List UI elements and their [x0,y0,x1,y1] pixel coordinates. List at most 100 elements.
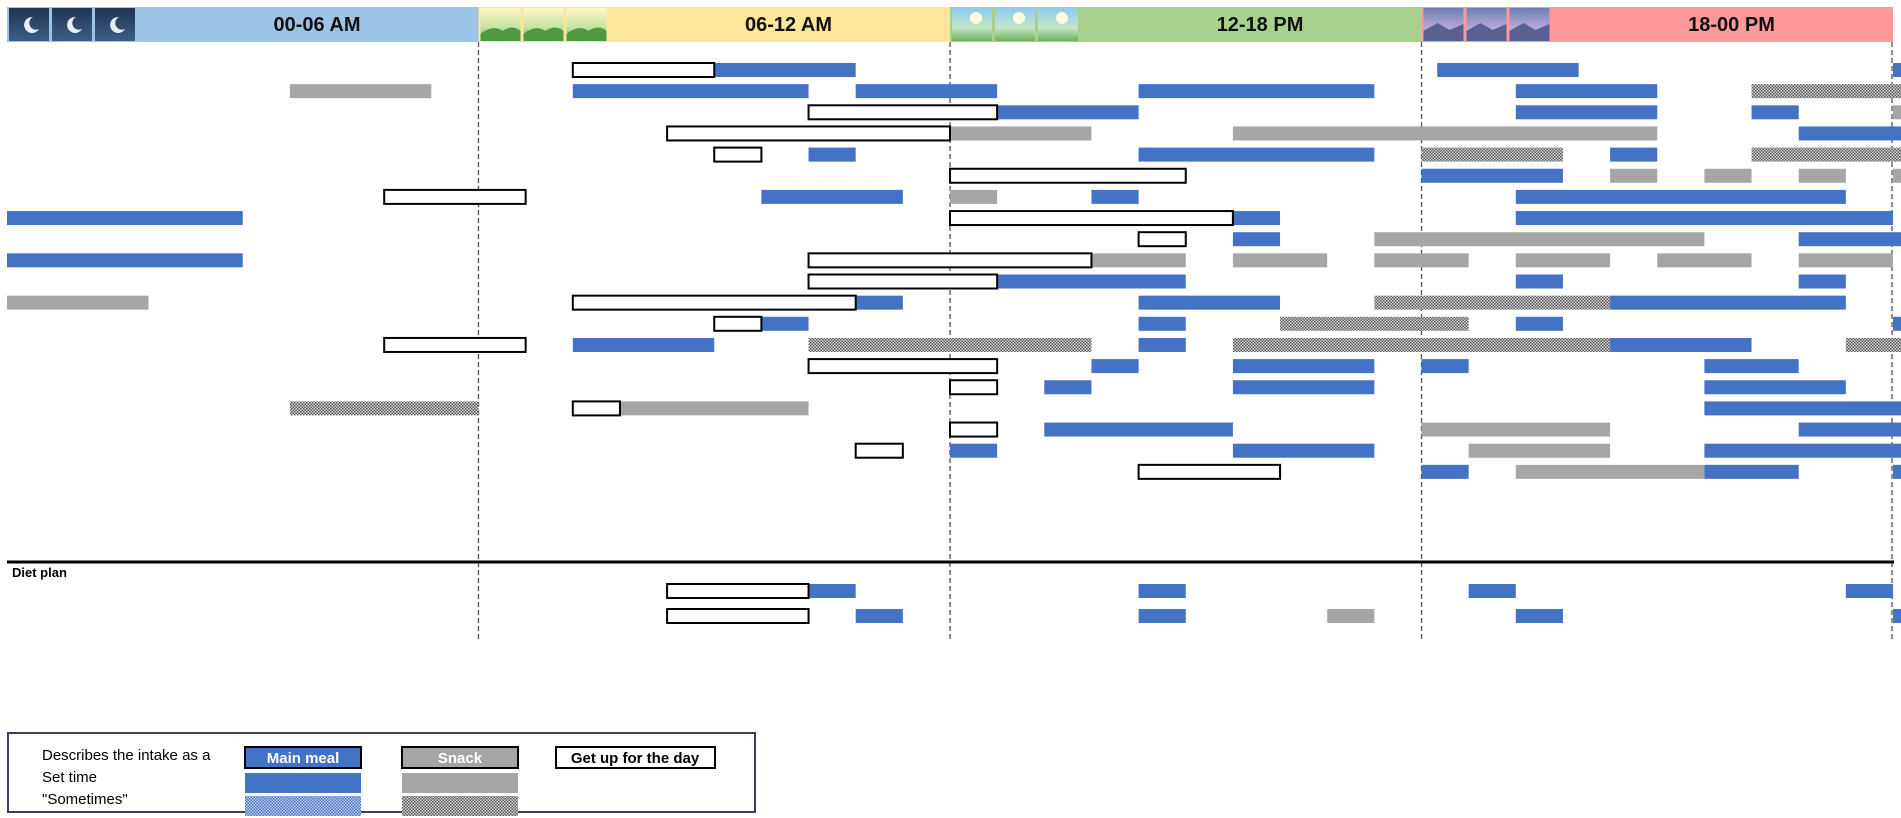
main-meal-bar [1515,189,1846,204]
main-meal-bar [1515,211,1893,226]
participant-row [383,188,1846,205]
legend-get-up-chip [555,746,716,769]
mountain-icon [1509,23,1550,41]
legend: Describes the intake as a Set time "Someti… [7,732,756,816]
snack-bar [1327,609,1375,623]
moon-icon [110,16,125,33]
snack-bar [950,189,998,204]
snack-bar [1421,422,1611,437]
participant-row [7,294,1846,311]
participant-row [666,125,1901,142]
main-meal-bar [1138,609,1186,623]
period-label-1: 00-06 AM [273,14,360,36]
snack-bar [1893,168,1901,183]
participant-row [807,104,1901,121]
hill-icon [480,27,521,41]
main-meal-bar [997,274,1186,289]
get-up-marker [571,62,716,78]
participant-row [7,210,1893,227]
main-meal-bar [1232,359,1375,374]
snack-bar [1610,168,1658,183]
main-meal-bar [7,253,243,268]
main-meal-bar [1421,359,1469,374]
participant-row [949,379,1846,396]
main-meal-bar [1044,422,1233,437]
main-meal-bar [808,147,856,162]
snack-bar [1468,443,1611,458]
participant-row [383,336,1901,353]
snack-bar [950,126,1092,141]
get-up-marker [383,188,527,205]
main-meal-bar [714,63,856,77]
legend-snack-chip [401,746,519,769]
main-meal-bar [1893,464,1901,479]
snack-bar [1515,253,1611,268]
snack-bar [1515,464,1705,479]
main-meal-bar [1044,380,1092,395]
snack-bar [1657,253,1752,268]
main-meal-bar [855,609,903,623]
sometimes-bar [1421,147,1563,162]
participant-row [571,62,1901,78]
sometimes-bar [1845,337,1901,352]
mountain-icon [1423,23,1464,41]
main-meal-bar [1091,359,1139,374]
legend-title: Describes the intake as a [42,747,211,764]
mountain-icon [1466,23,1507,41]
main-meal-bar [855,84,998,99]
main-meal-bar [572,84,809,99]
sometimes-bar [1751,84,1901,99]
main-meal-bar [1704,380,1846,395]
legend-snack-set-time-swatch [402,773,518,793]
sun-icon [1013,12,1025,24]
sometimes-bar [1280,316,1469,331]
main-meal-bar [1798,232,1901,247]
get-up-marker [854,442,904,459]
main-meal-bar [572,337,715,352]
legend-snack-sometimes-swatch [402,796,518,816]
participant-row [807,358,1799,375]
participant-row [949,421,1901,438]
main-meal-bar [1138,584,1186,598]
main-meal-bar [1232,380,1375,395]
sun-icon [1038,8,1078,41]
participant-row [854,442,1901,459]
main-meal-bar [1704,464,1799,479]
participant-row [1137,231,1901,248]
legend-snack-label: Snack [438,750,483,767]
snack-bar [1232,126,1658,141]
main-meal-bar [1138,84,1375,99]
get-up-marker [571,294,857,311]
legend-set-time-label: Set time [42,769,97,786]
main-meal-bar [1893,609,1901,623]
main-meal-bar [1138,295,1281,310]
main-meal-bar [1437,63,1579,77]
main-meal-bar [1091,189,1139,204]
get-up-marker [807,252,1093,269]
get-up-marker [949,379,999,396]
main-meal-bar [7,211,243,226]
get-up-marker [807,104,999,121]
main-meal-bar [1232,443,1375,458]
main-meal-bar [1893,63,1901,77]
get-up-marker [383,336,527,353]
main-meal-bar [1421,464,1469,479]
main-meal-bar [1468,584,1516,598]
legend-sometimes-label: "Sometimes" [42,791,128,808]
main-meal-bar [1515,274,1563,289]
snack-bar [1232,253,1328,268]
snack-bar [7,295,149,310]
period-label-4: 18-00 PM [1688,14,1775,36]
get-up-marker [949,210,1234,227]
participant-rows [7,62,1901,480]
main-meal-bar [1751,105,1799,120]
main-meal-bar [1798,422,1901,437]
main-meal-bar [1421,168,1563,183]
legend-main-meal-label: Main meal [267,750,340,767]
hill-icon [566,27,607,41]
get-up-marker [571,400,621,417]
diet-plan-rows: Diet plan [7,560,1901,624]
main-meal-bar [1704,401,1901,416]
main-meal-bar [761,316,809,331]
